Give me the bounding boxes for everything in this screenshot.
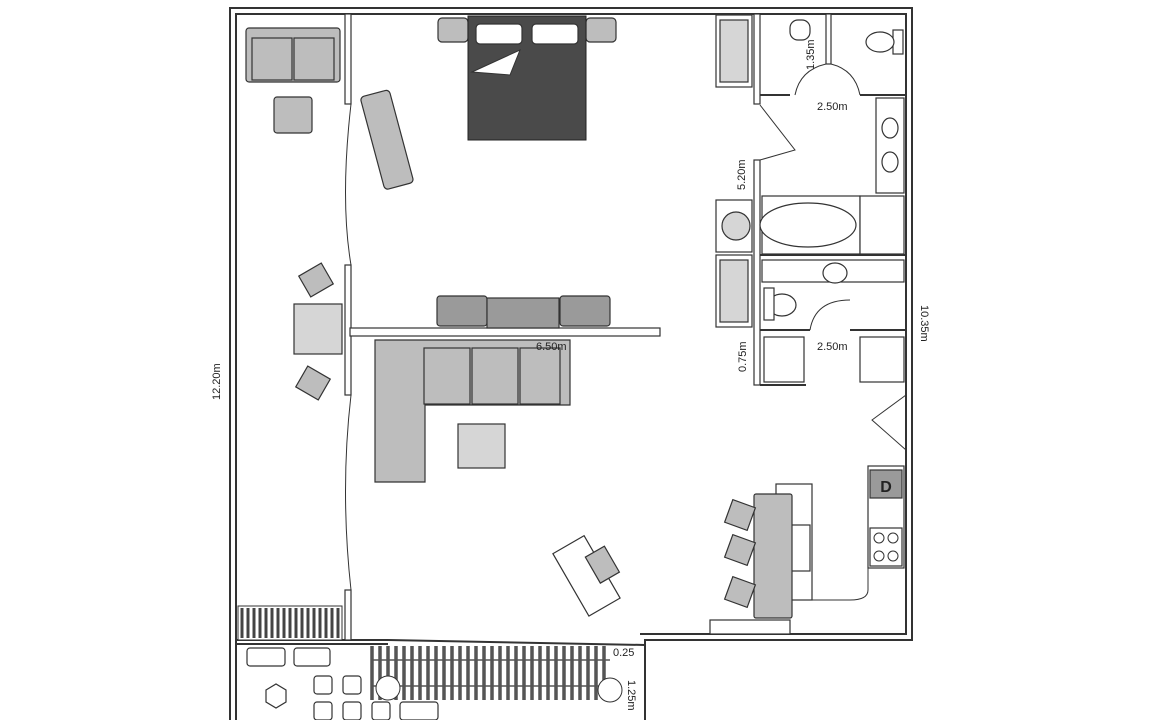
dryer xyxy=(869,469,903,499)
dim-shower: 1.35m xyxy=(805,39,817,70)
balcony-furniture xyxy=(237,27,343,641)
dim-partition: 6.50m xyxy=(536,341,567,353)
vanity xyxy=(875,97,905,194)
bed xyxy=(437,15,617,141)
dim-bath-top: 2.50m xyxy=(817,101,848,113)
dim-patio-small: 1.25m xyxy=(625,680,637,711)
dim-bath-bottom: 2.50m xyxy=(817,341,848,353)
dim-closet-gap: 0.75m xyxy=(737,341,749,372)
dim-closet: 5.20m xyxy=(736,159,748,190)
closets xyxy=(715,14,753,328)
dimension-labels: 1.35m 2.50m 5.20m 10.35m 12.20m 6.50m 0.… xyxy=(211,39,930,710)
planter-west xyxy=(237,605,343,641)
dim-east-wall: 10.35m xyxy=(918,305,930,342)
dim-west-wall: 12.20m xyxy=(211,363,223,400)
dim-patio-offset: 0.25 xyxy=(613,647,634,659)
dryer-label: D xyxy=(880,479,892,496)
bathroom-fixtures xyxy=(759,19,905,383)
living-area xyxy=(374,295,621,617)
balcony-wall xyxy=(344,13,352,641)
partition-wall xyxy=(349,327,661,337)
kitchen: D xyxy=(709,465,905,635)
patio xyxy=(246,646,623,720)
bathroom-walls xyxy=(753,13,907,451)
toilet xyxy=(865,31,895,53)
chaise-lounge xyxy=(360,89,414,190)
shower xyxy=(789,19,811,41)
